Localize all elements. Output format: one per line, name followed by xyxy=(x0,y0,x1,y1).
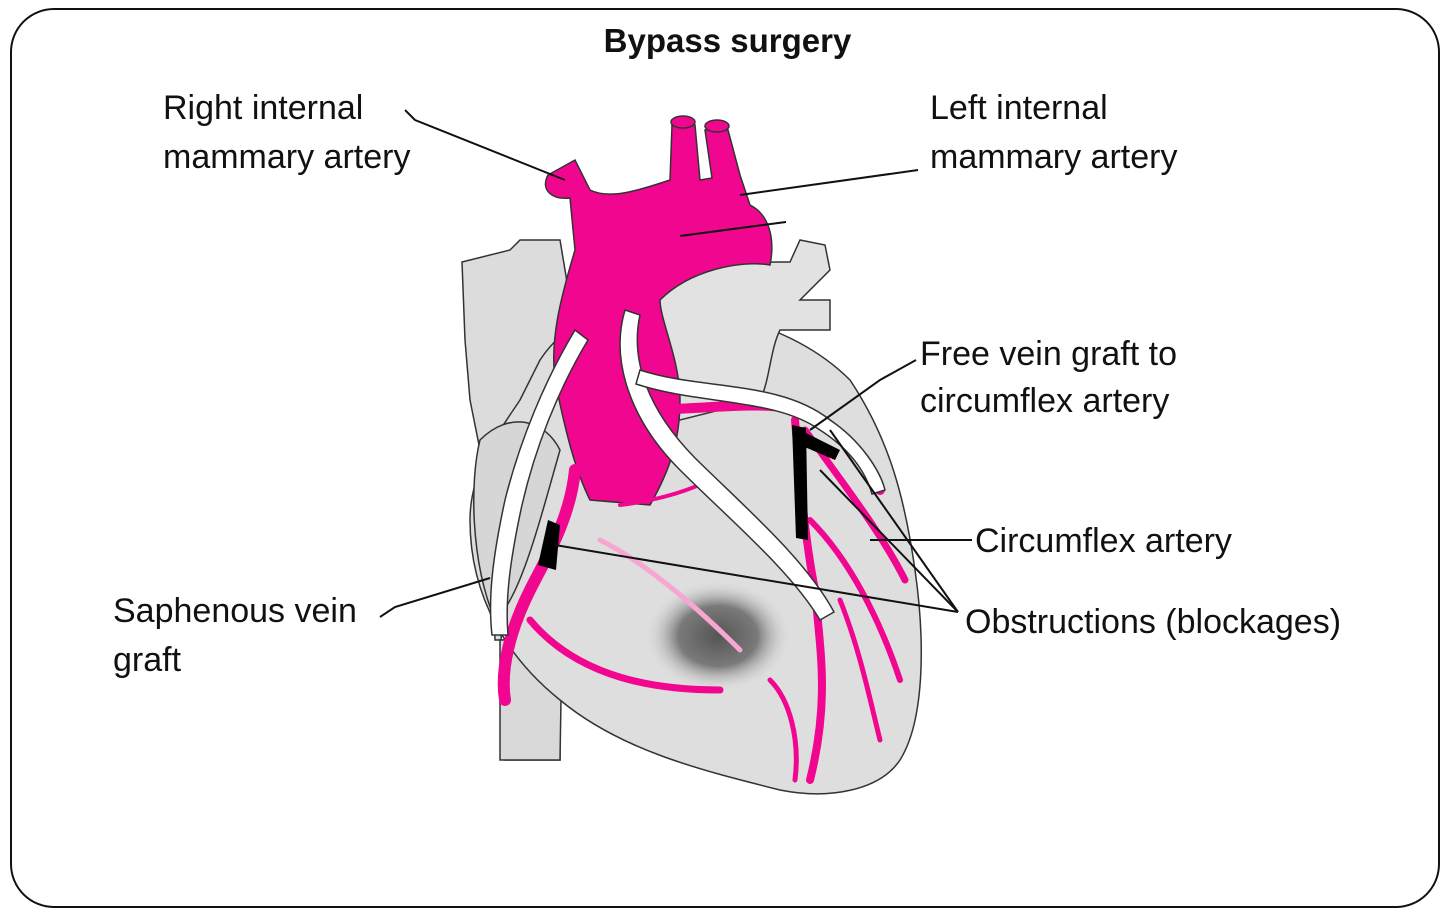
infarct-area xyxy=(646,581,790,691)
label-right-ima-line1: Right internal xyxy=(163,84,363,132)
label-circumflex: Circumflex artery xyxy=(975,517,1232,565)
label-right-ima-line2: mammary artery xyxy=(163,133,410,181)
label-left-ima-line1: Left internal xyxy=(930,84,1108,132)
label-saphenous-line1: Saphenous vein xyxy=(113,587,357,635)
leader-right-ima xyxy=(405,110,565,180)
label-free-vein-line2: circumflex artery xyxy=(920,377,1169,425)
label-free-vein-line1: Free vein graft to xyxy=(920,330,1177,378)
label-left-ima-line2: mammary artery xyxy=(930,133,1177,181)
label-obstructions: Obstructions (blockages) xyxy=(965,598,1341,646)
label-saphenous-line2: graft xyxy=(113,636,181,684)
leader-saphenous xyxy=(380,578,490,617)
leader-left-ima xyxy=(740,170,918,195)
